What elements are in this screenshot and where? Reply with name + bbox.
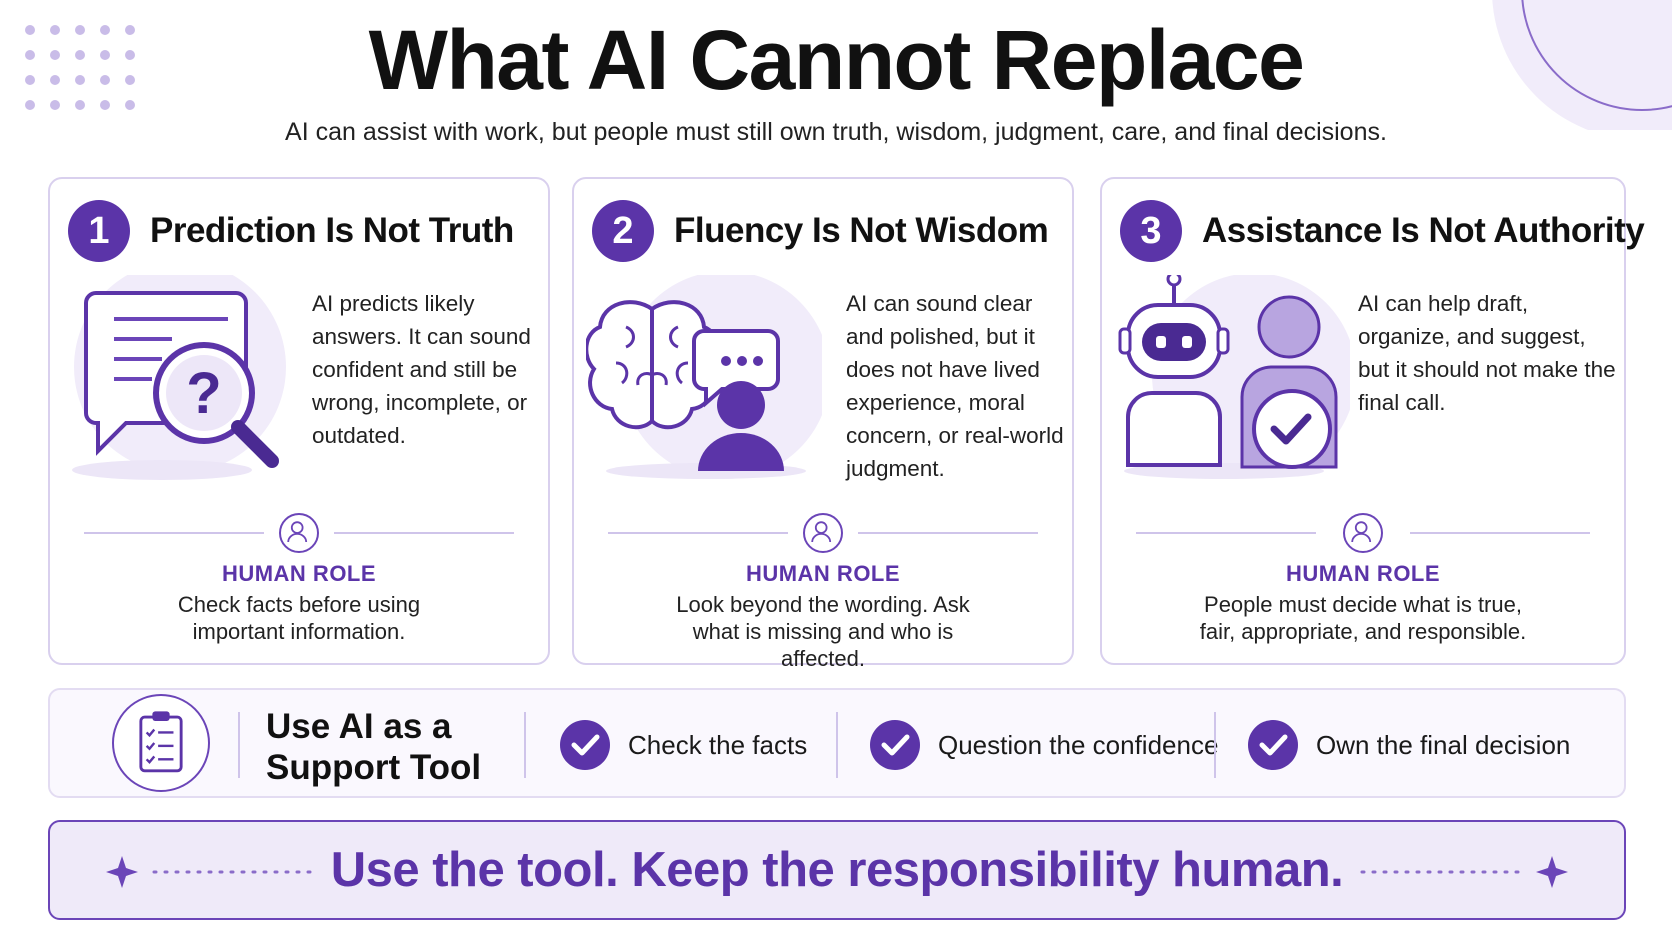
human-role-text: Look beyond the wording. Ask what is mis… <box>676 592 970 671</box>
checklist-item: Own the final decision <box>1316 730 1571 760</box>
dot-grid-decoration <box>25 25 135 110</box>
card-body-text: AI predicts likely answers. It can sound… <box>312 291 531 448</box>
card-body-text: AI can sound clear and polished, but it … <box>846 291 1064 481</box>
card-number-badge: 3 <box>1120 200 1182 262</box>
human-role-divider <box>84 513 514 553</box>
card-title: Prediction Is Not Truth <box>150 211 514 250</box>
card-header: 2 Fluency Is Not Wisdom <box>592 199 1062 263</box>
card-title: Assistance Is Not Authority <box>1202 211 1645 250</box>
card-number-badge: 1 <box>68 200 130 262</box>
sparkle-dotted-line-icon <box>1360 856 1568 888</box>
human-role-text: Check facts before using important infor… <box>177 592 421 644</box>
checklist-item: Question the confidence <box>938 730 1219 760</box>
page-subtitle: AI can assist with work, but people must… <box>285 118 1387 146</box>
brain-speech-person-icon <box>586 275 822 479</box>
strip-divider <box>836 712 838 778</box>
page-title: What AI Cannot Replace <box>368 13 1305 107</box>
person-icon <box>279 513 319 553</box>
corner-circle-decoration <box>1492 0 1672 130</box>
strip-divider <box>524 712 526 778</box>
person-icon <box>803 513 843 553</box>
human-role-label: HUMAN ROLE <box>221 561 377 586</box>
person-icon <box>1343 513 1383 553</box>
card-fluency: 2 Fluency Is Not Wisdom AI can sound cle… <box>572 177 1074 671</box>
check-circle-icon <box>1248 720 1298 770</box>
support-tool-title: Use AI as a Support Tool <box>266 707 482 787</box>
support-tool-strip: Use AI as a Support Tool Check the facts… <box>48 688 1626 798</box>
card-prediction: 1 Prediction Is Not Truth ? AI predicts … <box>48 177 550 665</box>
banner-text: Use the tool. Keep the responsibility hu… <box>330 843 1344 897</box>
human-role-label: HUMAN ROLE <box>745 561 901 586</box>
check-circle-icon <box>870 720 920 770</box>
card-body-text: AI can help draft, organize, and suggest… <box>1358 291 1616 415</box>
clipboard-checklist-icon <box>112 694 210 792</box>
human-role-text: People must decide what is true, fair, a… <box>1199 592 1527 644</box>
chat-magnifier-question-icon: ? <box>72 275 286 480</box>
human-role-divider <box>1136 513 1590 553</box>
closing-banner: Use the tool. Keep the responsibility hu… <box>48 820 1626 920</box>
checklist-item: Check the facts <box>628 730 808 760</box>
svg-text:?: ? <box>186 361 221 426</box>
check-circle-icon <box>560 720 610 770</box>
card-title: Fluency Is Not Wisdom <box>674 211 1049 250</box>
robot-person-check-icon <box>1118 275 1350 479</box>
strip-divider <box>238 712 240 778</box>
sparkle-dotted-line-icon <box>106 856 314 888</box>
card-number-badge: 2 <box>592 200 654 262</box>
card-header: 3 Assistance Is Not Authority <box>1120 199 1645 263</box>
card-header: 1 Prediction Is Not Truth <box>68 199 538 263</box>
human-role-label: HUMAN ROLE <box>1285 561 1441 586</box>
strip-divider <box>1214 712 1216 778</box>
card-assistance: 3 Assistance Is Not Authority AI can hel… <box>1100 177 1645 665</box>
human-role-divider <box>608 513 1038 553</box>
